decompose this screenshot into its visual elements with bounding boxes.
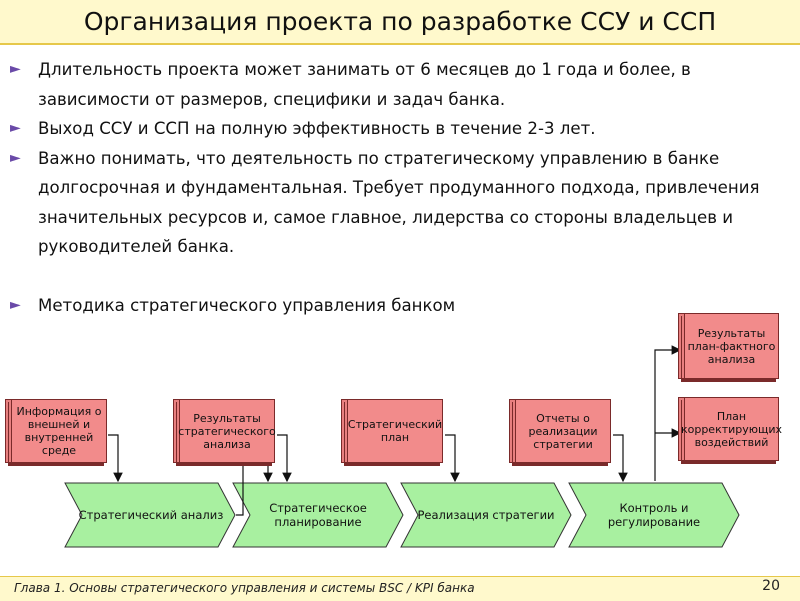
triangle-bullet-icon: ► (10, 120, 21, 136)
bullet-text: Выход ССУ и ССП на полную эффективность … (38, 119, 596, 138)
triangle-bullet-icon: ► (10, 296, 21, 313)
bullet-item: ► Длительность проекта может занимать от… (8, 55, 793, 114)
footer-caption: Глава 1. Основы стратегического управлен… (14, 581, 475, 595)
process-diagram: Информация о внешней и внутренней среде … (0, 305, 800, 575)
connector-arrow (277, 434, 292, 483)
title-bar: Организация проекта по разработке ССУ и … (0, 0, 800, 45)
connector-arrow (613, 434, 628, 483)
document-implementation-reports: Отчеты о реализации стратегии (512, 399, 611, 466)
bullet-text: Важно понимать, что деятельность по стра… (38, 148, 760, 257)
stage-label-planning: Стратегическое планирование (269, 501, 367, 529)
connector-arrow (108, 434, 123, 483)
stage-shapes (64, 482, 740, 548)
page-number: 20 (762, 578, 780, 594)
bullet-item: ► Методика стратегического управления ба… (8, 291, 793, 321)
stage-chevron (400, 482, 572, 548)
stage-label-implementation: Реализация стратегии (417, 508, 555, 522)
bullet-text: Методика стратегического управления банк… (38, 295, 456, 315)
spacer (8, 262, 793, 291)
bullet-list: ► Длительность проекта может занимать от… (8, 55, 793, 320)
diagram-connectors (64, 345, 740, 548)
document-strategic-plan: Стратегический план (344, 399, 443, 466)
document-plan-fact-results: Результаты план-фактного анализа (681, 313, 779, 382)
stage-label-analysis: Стратегический анализ (78, 508, 224, 522)
bullet-text: Длительность проекта может занимать от 6… (38, 60, 691, 109)
document-corrective-plan: План корректирующих воздействий (681, 397, 782, 464)
triangle-bullet-icon: ► (10, 61, 21, 77)
document-environment-info: Информация о внешней и внутренней среде (8, 399, 107, 466)
bullet-item: ► Выход ССУ и ССП на полную эффективност… (8, 114, 793, 144)
triangle-bullet-icon: ► (10, 149, 21, 166)
stage-chevron (64, 482, 236, 548)
footer: Глава 1. Основы стратегического управлен… (0, 576, 800, 601)
stage-chevron (232, 482, 404, 548)
stage-chevron (568, 482, 740, 548)
stage-label-control: Контроль и регулирование (607, 501, 701, 529)
connector-arrow (236, 464, 273, 516)
bullet-item: ► Важно понимать, что деятельность по ст… (8, 144, 793, 262)
connector-arrow (445, 434, 460, 483)
connector-arrow (654, 345, 682, 481)
document-analysis-results: Результаты стратегического анализа (176, 399, 276, 466)
page-title: Организация проекта по разработке ССУ и … (83, 7, 717, 36)
